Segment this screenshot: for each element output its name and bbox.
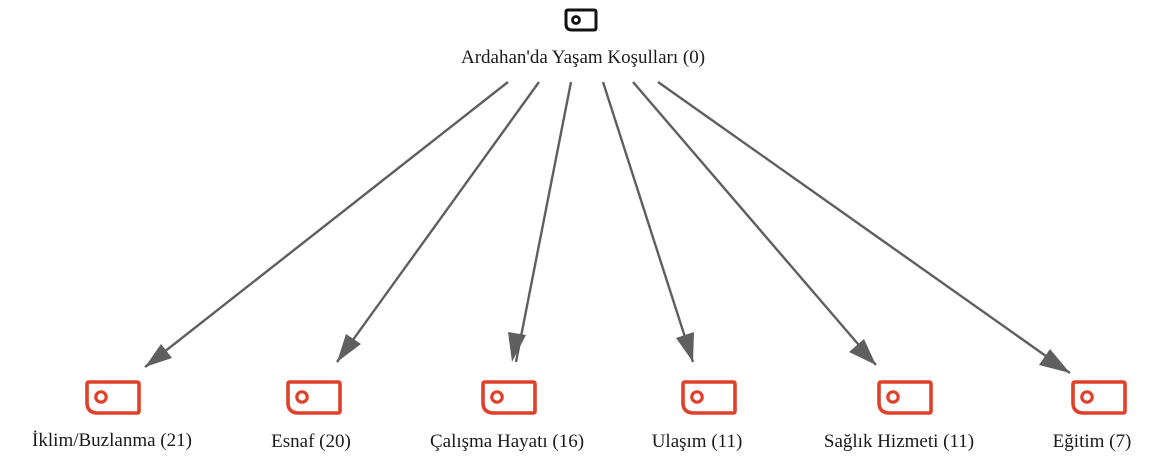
- arrowhead-child-0: [145, 344, 172, 367]
- edge-to-child-0: [144, 81, 509, 368]
- arrowhead-child-1: [337, 334, 361, 362]
- root-tag-icon: [564, 8, 598, 32]
- child-node-label-ulasim[interactable]: Ulaşım (11): [651, 431, 743, 452]
- root-node-label[interactable]: Ardahan'da Yaşam Koşulları (0): [460, 47, 706, 68]
- edge-to-child-1: [336, 81, 540, 363]
- child-node-label-esnaf[interactable]: Esnaf (20): [271, 431, 351, 452]
- child-node-label-saglik[interactable]: Sağlık Hizmeti (11): [823, 431, 975, 452]
- arrowhead-child-4: [849, 339, 876, 365]
- child-node-label-egitim[interactable]: Eğitim (7): [1052, 431, 1132, 452]
- arrowheads: [145, 332, 1070, 373]
- arrowhead-child-2: [508, 332, 526, 362]
- edge-to-child-5: [657, 81, 1071, 374]
- child-tag-icon: [877, 380, 933, 415]
- child-tag-icon: [286, 380, 342, 415]
- edge-to-child-4: [632, 81, 877, 366]
- child-node-label-calisma[interactable]: Çalışma Hayatı (16): [429, 431, 585, 452]
- child-tag-icon: [85, 380, 141, 415]
- arrowhead-child-5: [1039, 349, 1070, 373]
- edges: [144, 81, 1071, 374]
- child-tag-icon: [481, 380, 537, 415]
- edge-to-child-3: [601, 81, 695, 363]
- edge-to-child-2: [514, 81, 573, 363]
- child-node-label-iklim[interactable]: İklim/Buzlanma (21): [32, 430, 192, 451]
- child-tag-icon: [1071, 380, 1127, 415]
- arrowhead-child-3: [676, 332, 694, 362]
- child-tag-icon: [681, 380, 737, 415]
